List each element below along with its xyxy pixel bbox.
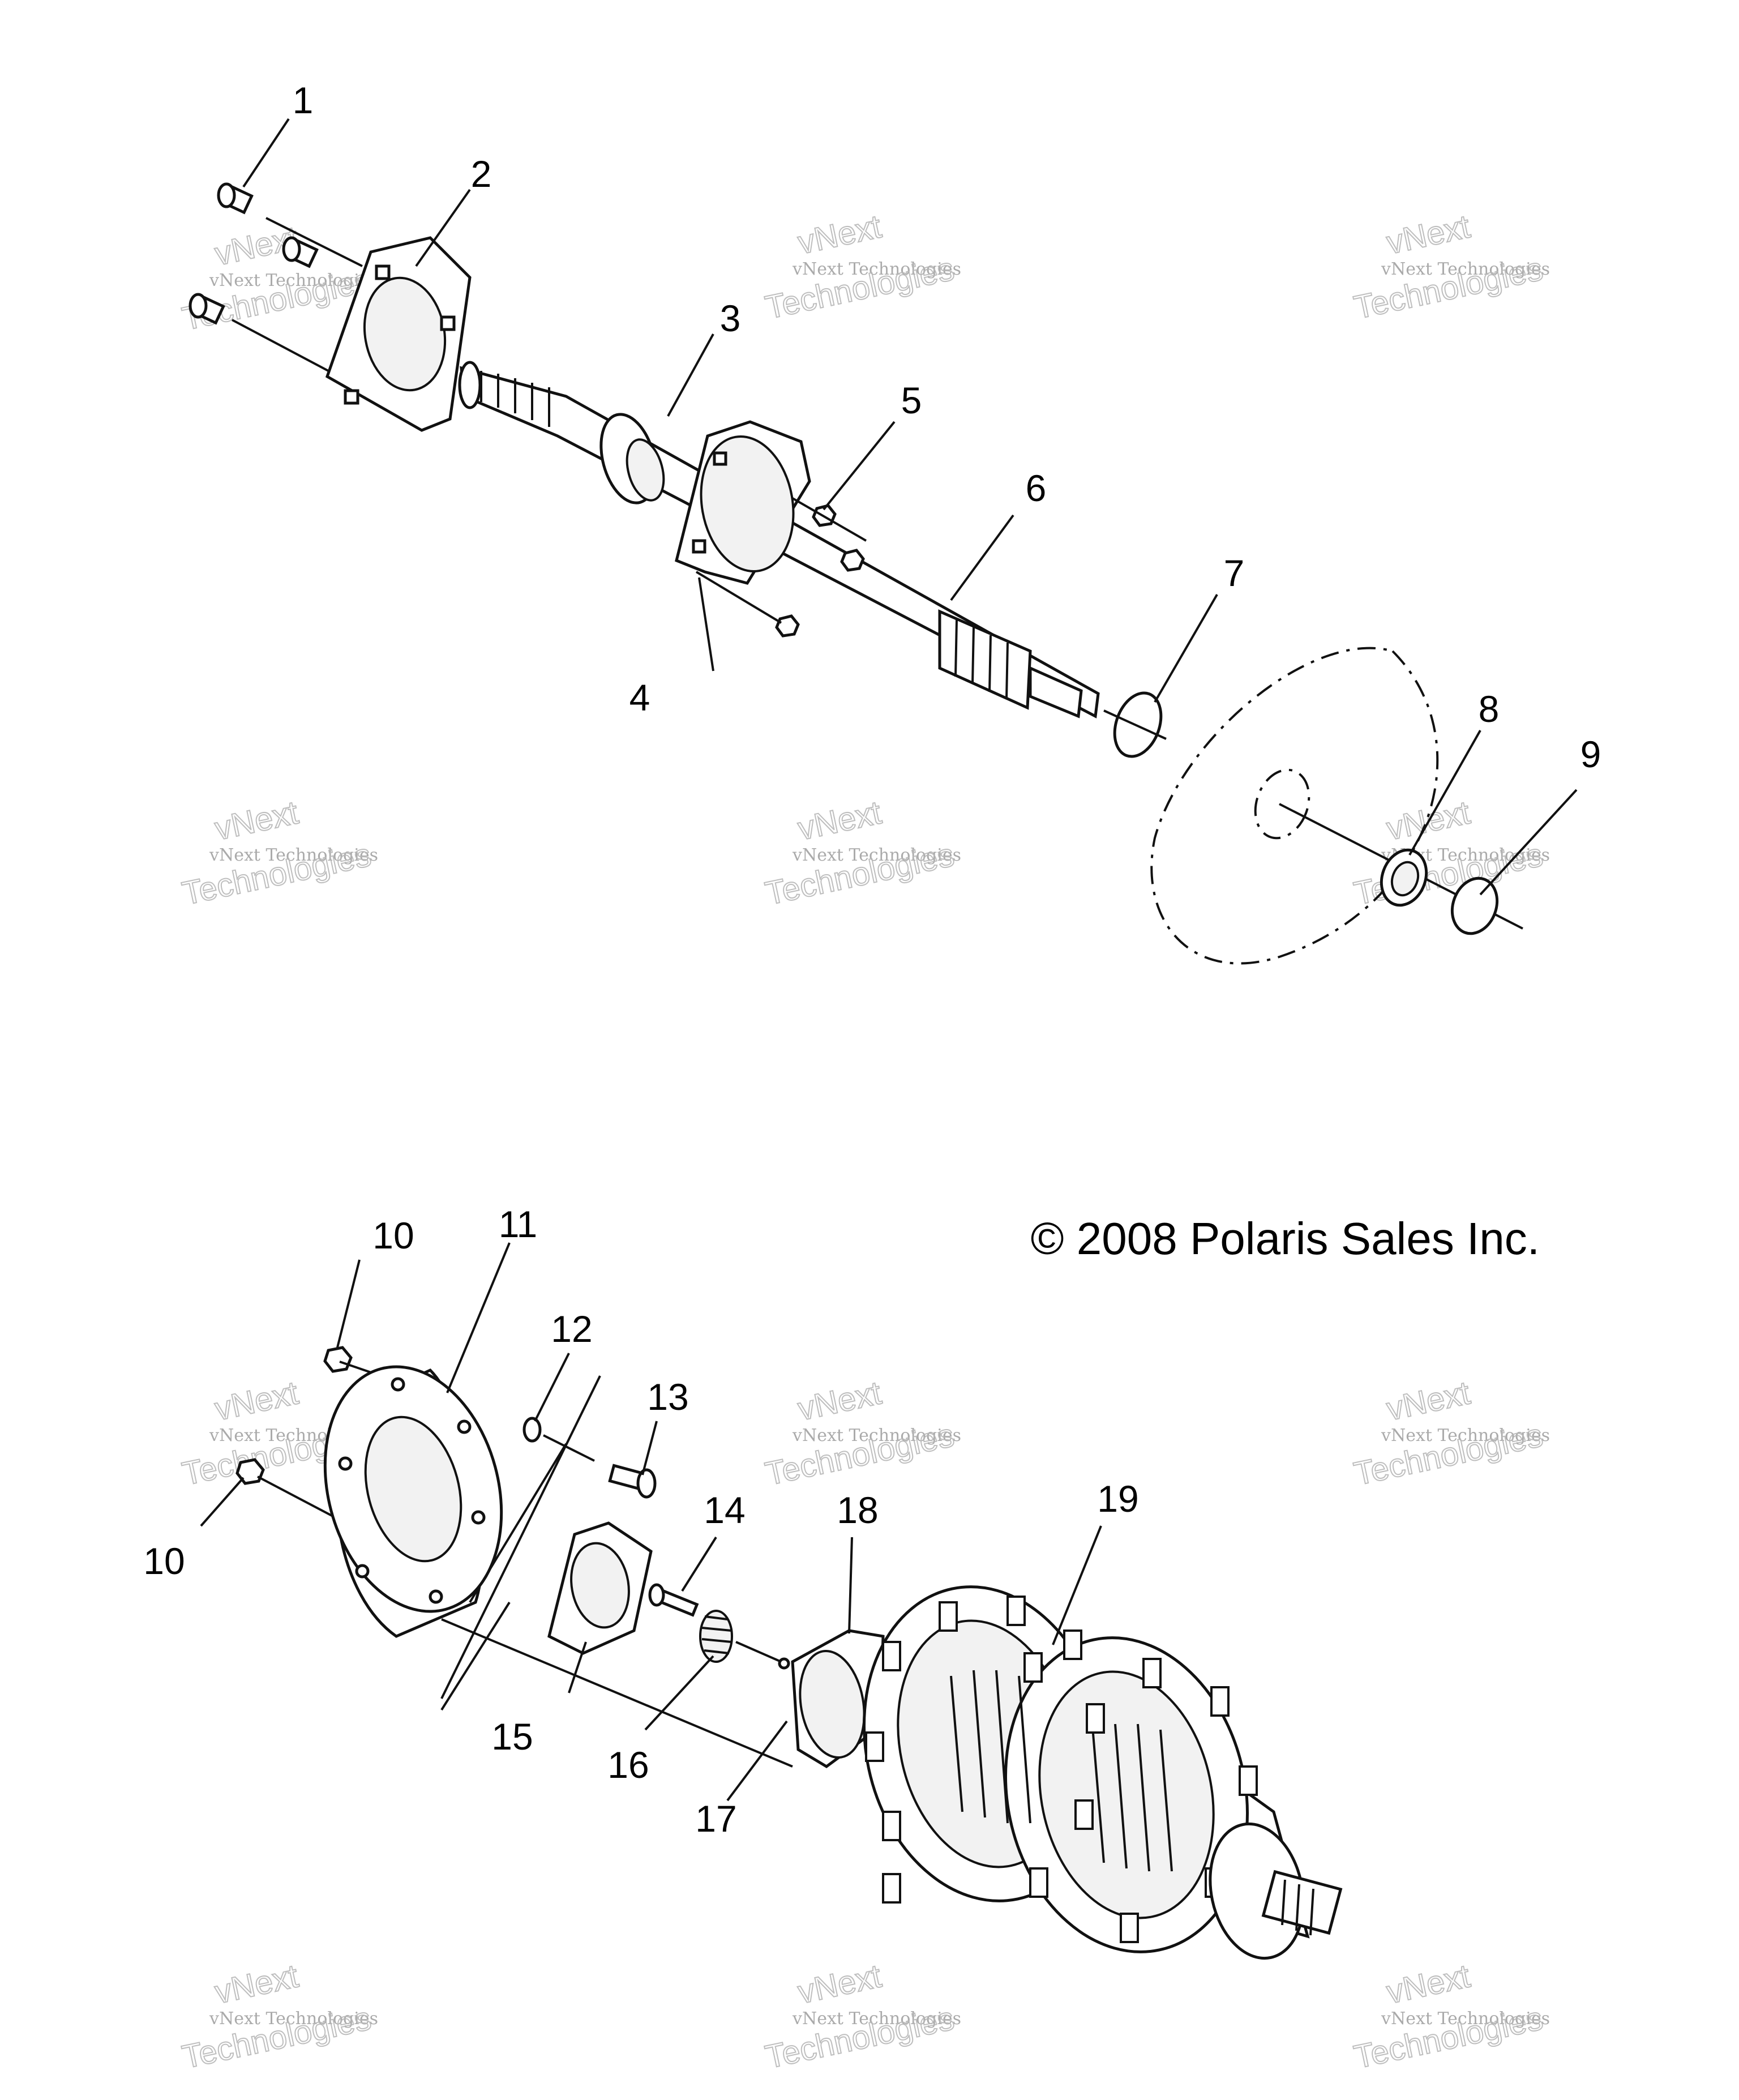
watermark: vNext vNext Technologies Technologies [761,793,961,913]
callout-15: 15 [491,1716,533,1757]
speedometer-gear [699,1610,733,1663]
svg-text:vNext Technologies: vNext Technologies [1381,1426,1550,1445]
copyright-notice: © 2008 Polaris Sales Inc. [1031,1213,1540,1264]
retaining-ring [1450,876,1499,935]
callout-11: 11 [499,1203,538,1245]
callout-8: 8 [1479,688,1500,730]
callout-12: 12 [551,1308,592,1350]
callout-13: 13 [647,1376,688,1418]
callout-5: 5 [901,379,922,421]
watermark: vNext vNext Technologies Technologies [178,793,378,913]
hub-nut [323,1346,353,1373]
gear-bolt [648,1583,699,1617]
svg-text:vNext Technologies: vNext Technologies [209,2009,378,2029]
phantom-disc [1150,647,1439,965]
flange-plate-inner [675,420,811,585]
flange-bolt [217,182,254,215]
drive-sprockets [862,1585,1343,1960]
callout-14: 14 [704,1489,745,1531]
snap-ring [1113,691,1163,758]
flange-nut [775,614,800,638]
callout-10-bottom: 10 [143,1540,185,1582]
watermark: vNext vNext Technologies Technologies [1350,207,1550,327]
bearing-housing-flange [323,1365,503,1638]
callout-6: 6 [1026,467,1047,509]
callout-16: 16 [607,1744,649,1786]
svg-text:vNext Technologies: vNext Technologies [209,845,378,865]
watermark: vNext vNext Technologies Technologies [761,1957,961,2076]
callout-2: 2 [471,153,492,195]
callout-17: 17 [695,1798,736,1840]
washer [522,1417,542,1443]
watermarks: vNext vNext Technologies Technologies vN… [178,207,1550,2076]
flange-bolt [282,236,319,268]
leader-lines [200,118,1578,1802]
seal-plate [547,1521,653,1655]
lower-assembly [235,1346,1343,1960]
callout-7: 7 [1224,552,1245,594]
callout-18: 18 [837,1489,878,1531]
svg-text:vNext Technologies: vNext Technologies [792,1426,961,1445]
svg-text:vNext: vNext [795,1374,885,1427]
svg-text:vNext Technologies: vNext Technologies [792,845,961,865]
svg-text:vNext Technologies: vNext Technologies [792,259,961,279]
watermark: vNext vNext Technologies Technologies [1350,1957,1550,2076]
hub-nut [235,1458,265,1485]
callout-19: 19 [1097,1478,1138,1520]
flange-bolt [189,293,225,325]
flange-bearing-plate [325,236,472,432]
svg-text:vNext: vNext [212,1957,302,2011]
callout-3: 3 [720,297,741,339]
watermark: vNext vNext Technologies Technologies [761,1374,961,1493]
svg-text:vNext: vNext [1384,208,1474,261]
flange-nut [840,549,865,572]
callout-4: 4 [629,677,650,718]
housing-bolt [608,1464,657,1499]
svg-text:vNext Technologies: vNext Technologies [792,2009,961,2029]
watermark: vNext vNext Technologies Technologies [178,1957,378,2076]
callout-1: 1 [293,79,314,121]
svg-text:vNext Technologies: vNext Technologies [209,271,378,290]
watermark: vNext vNext Technologies Technologies [1350,1374,1550,1493]
svg-text:vNext: vNext [1384,1374,1474,1427]
callout-10-top: 10 [372,1214,414,1256]
svg-text:vNext: vNext [795,208,885,261]
svg-text:vNext: vNext [212,794,302,847]
svg-text:vNext: vNext [795,794,885,847]
svg-text:vNext: vNext [212,1374,302,1427]
upper-assembly [189,182,1523,965]
svg-text:vNext: vNext [795,1957,885,2011]
svg-text:vNext Technologies: vNext Technologies [1381,259,1550,279]
callout-labels: 1 2 3 4 5 6 7 8 9 10 10 11 12 13 14 15 1… [143,79,1601,1840]
callout-9: 9 [1580,733,1601,775]
svg-text:vNext: vNext [1384,1957,1474,2011]
shaft-bearing [1380,848,1428,907]
svg-text:vNext Technologies: vNext Technologies [1381,2009,1550,2029]
watermark: vNext vNext Technologies Technologies [761,207,961,327]
